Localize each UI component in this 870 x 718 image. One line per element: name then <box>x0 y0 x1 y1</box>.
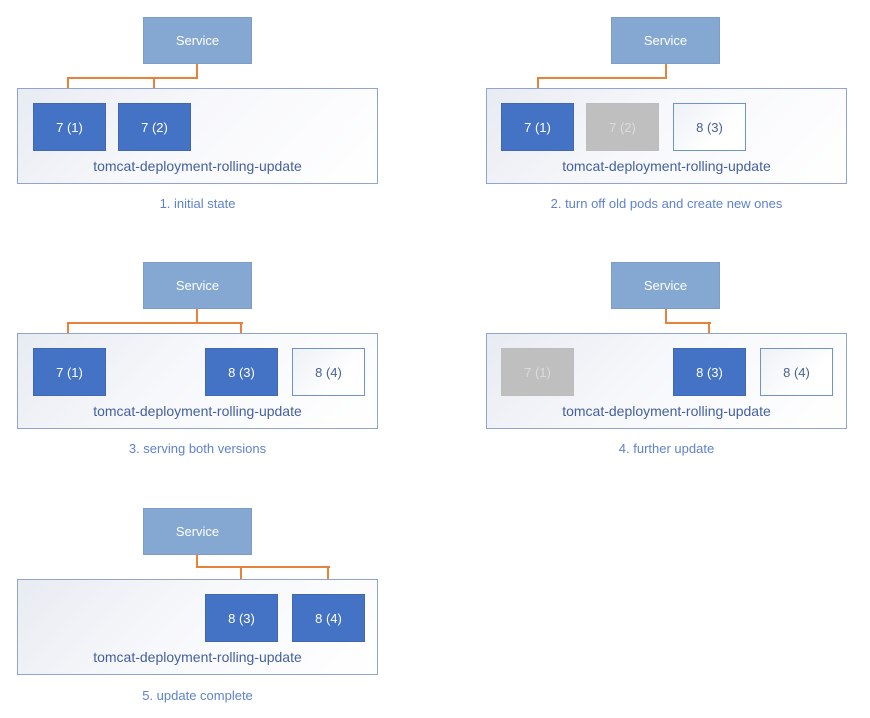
service-arrow-hline <box>196 566 330 568</box>
pod-7-1: 7 (1) <box>33 348 106 396</box>
pod-7-1: 7 (1) <box>501 103 574 151</box>
pod-label: 7 (1) <box>524 119 551 135</box>
service-arrow-stem <box>196 555 198 568</box>
pod-label: 7 (1) <box>524 364 551 380</box>
pod-8-3: 8 (3) <box>205 594 278 642</box>
service-arrow-stem <box>196 64 198 79</box>
pod-8-4: 8 (4) <box>760 348 833 396</box>
service-arrow-drop <box>240 322 242 339</box>
panel-caption: 1. initial state <box>159 196 236 211</box>
service-box: Service <box>143 508 252 555</box>
service-box: Service <box>611 262 720 309</box>
pod-label: 7 (2) <box>141 119 168 135</box>
pod-label: 7 (1) <box>56 364 83 380</box>
deployment-label: tomcat-deployment-rolling-update <box>562 158 771 174</box>
pod-label: 8 (4) <box>315 364 342 380</box>
service-arrow-drop <box>708 322 710 339</box>
panel-caption: 4. further update <box>618 441 715 456</box>
service-label: Service <box>175 524 220 539</box>
pod-7-1: 7 (1) <box>501 348 574 396</box>
pod-label: 8 (3) <box>228 610 255 626</box>
pod-7-1: 7 (1) <box>33 103 106 151</box>
pod-label: 8 (3) <box>696 119 723 135</box>
pod-8-4: 8 (4) <box>292 348 365 396</box>
pod-8-3: 8 (3) <box>673 348 746 396</box>
service-box: Service <box>143 262 252 309</box>
pod-label: 7 (2) <box>609 119 636 135</box>
panel-caption: 5. update complete <box>142 688 253 703</box>
service-label: Service <box>643 33 688 48</box>
deployment-label: tomcat-deployment-rolling-update <box>562 403 771 419</box>
service-arrow-stem <box>196 309 198 324</box>
service-arrow-drop <box>240 566 242 583</box>
pod-8-3: 8 (3) <box>673 103 746 151</box>
pod-8-4: 8 (4) <box>292 594 365 642</box>
service-arrow-stem <box>665 309 667 324</box>
pod-7-2: 7 (2) <box>586 103 659 151</box>
service-label: Service <box>643 278 688 293</box>
service-arrow-drop <box>67 77 69 94</box>
pod-8-3: 8 (3) <box>205 348 278 396</box>
panel-caption: 2. turn off old pods and create new ones <box>550 196 783 211</box>
panel-caption: 3. serving both versions <box>128 441 267 456</box>
service-arrow-hline <box>665 322 711 324</box>
pod-label: 8 (3) <box>696 364 723 380</box>
service-arrow-hline <box>537 77 667 79</box>
service-box: Service <box>611 17 720 64</box>
pod-label: 8 (3) <box>228 364 255 380</box>
service-arrow-hline <box>67 77 198 79</box>
service-label: Service <box>175 278 220 293</box>
service-arrow-drop <box>327 566 329 583</box>
service-label: Service <box>175 33 220 48</box>
service-box: Service <box>143 17 252 64</box>
deployment-label: tomcat-deployment-rolling-update <box>93 403 302 419</box>
service-arrow-stem <box>665 64 667 79</box>
service-arrow-drop <box>67 322 69 339</box>
pod-label: 8 (4) <box>783 364 810 380</box>
deployment-label: tomcat-deployment-rolling-update <box>93 649 302 665</box>
deployment-label: tomcat-deployment-rolling-update <box>93 158 302 174</box>
service-arrow-drop <box>153 77 155 94</box>
pod-label: 7 (1) <box>56 119 83 135</box>
pod-7-2: 7 (2) <box>118 103 191 151</box>
pod-label: 8 (4) <box>315 610 342 626</box>
service-arrow-drop <box>537 77 539 94</box>
service-arrow-hline <box>67 322 243 324</box>
